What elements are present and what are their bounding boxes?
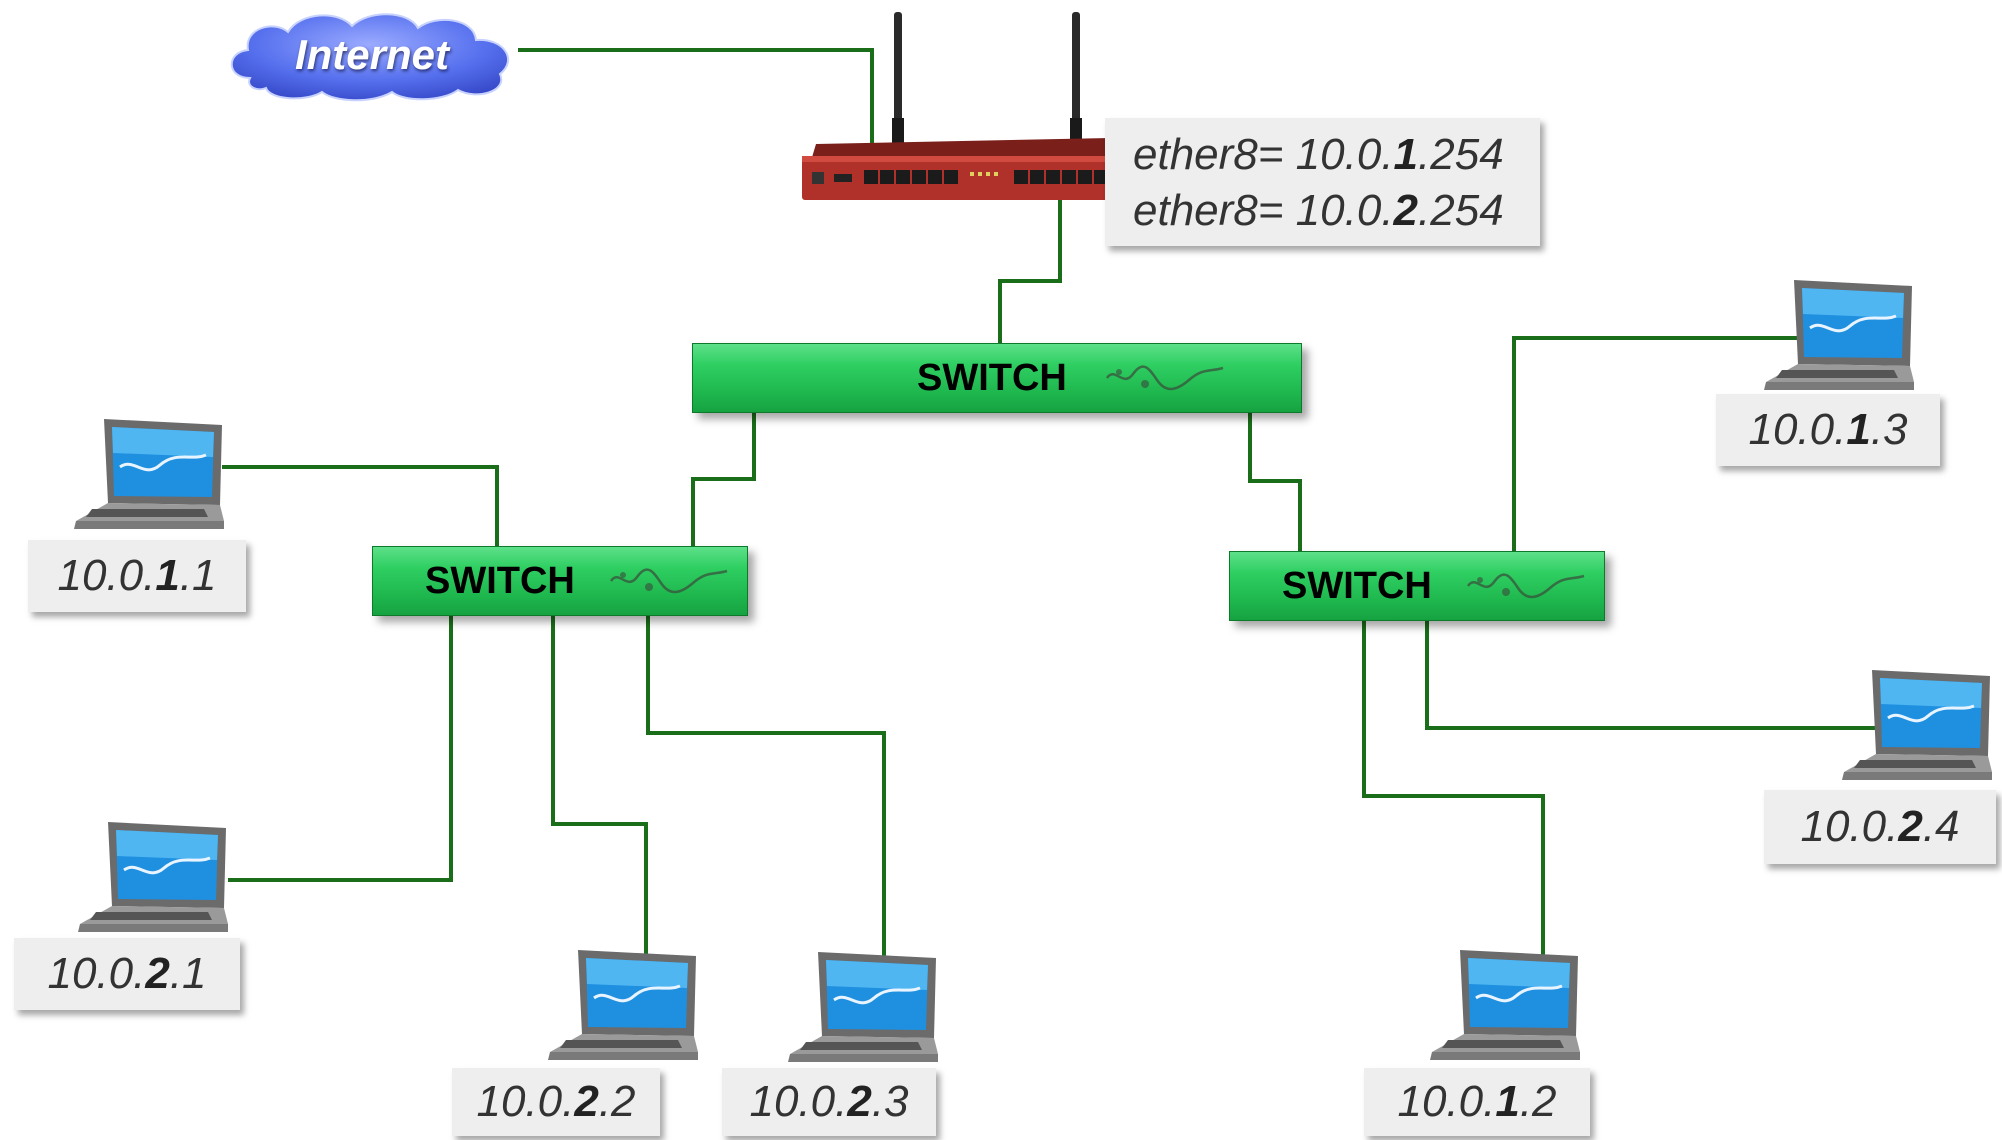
internet-label: Internet <box>294 31 449 78</box>
router-icon <box>802 12 1122 200</box>
host-address-label: 10.0.2.2 <box>452 1068 660 1136</box>
address-prefix: 10.0. <box>1800 802 1899 851</box>
address-prefix: 10.0. <box>57 551 156 600</box>
squiggle-icon <box>609 561 729 601</box>
address-subnet-octet: 2 <box>574 1077 599 1126</box>
address-prefix: 10.0. <box>47 949 146 998</box>
address-subnet-octet: 2 <box>145 949 170 998</box>
wire-switch-top-right <box>1248 373 1302 559</box>
switch-right: SWITCH <box>1229 551 1605 621</box>
router <box>800 6 1125 201</box>
address-suffix: .254 <box>1418 130 1504 179</box>
laptop-icon <box>788 950 940 1072</box>
address-suffix: .2 <box>1519 1077 1557 1126</box>
laptop-icon <box>1764 278 1916 400</box>
host-address-label: 10.0.2.1 <box>14 938 240 1010</box>
address-subnet-octet: 1 <box>1846 405 1871 454</box>
switch-label: SWITCH <box>425 559 575 602</box>
switch-label: SWITCH <box>917 356 1067 399</box>
address-subnet-octet: 2 <box>1898 802 1923 851</box>
switch-top: SWITCH <box>692 343 1302 413</box>
address-subnet-octet: 1 <box>1495 1077 1520 1126</box>
squiggle-icon <box>1466 566 1586 606</box>
host-address-label: 10.0.1.3 <box>1716 394 1940 466</box>
internet-cloud: Internet <box>222 8 522 102</box>
address-subnet-octet: 1 <box>155 551 180 600</box>
wire-host-2-1 <box>228 607 453 882</box>
laptop-icon <box>1842 668 1994 790</box>
laptop-icon <box>78 820 230 942</box>
address-suffix: .1 <box>169 949 207 998</box>
address-suffix: .254 <box>1418 186 1504 235</box>
wire-host-1-2 <box>1362 611 1545 956</box>
wire-internet-router <box>518 48 874 185</box>
switch-label: SWITCH <box>1282 564 1432 607</box>
host-address-label: 10.0.1.1 <box>28 540 246 612</box>
address-prefix: 10.0. <box>1397 1077 1496 1126</box>
laptop-icon <box>74 417 226 539</box>
address-prefix: ether8= 10.0. <box>1133 186 1394 235</box>
router-address-line: ether8= 10.0.2.254 <box>1133 186 1504 236</box>
address-subnet-octet: 1 <box>1393 130 1419 179</box>
laptop-icon <box>1430 948 1582 1070</box>
wire-host-2-2 <box>551 607 648 956</box>
router-address-label: ether8= 10.0.1.254 ether8= 10.0.2.254 <box>1105 118 1540 246</box>
address-subnet-octet: 2 <box>1393 186 1419 235</box>
address-prefix: 10.0. <box>749 1077 848 1126</box>
address-subnet-octet: 2 <box>847 1077 872 1126</box>
wire-host-2-4 <box>1425 611 1898 730</box>
address-suffix: .2 <box>598 1077 636 1126</box>
host-address-label: 10.0.2.4 <box>1764 790 1996 864</box>
router-address-line: ether8= 10.0.1.254 <box>1133 130 1504 180</box>
address-suffix: .3 <box>871 1077 909 1126</box>
wire-host-1-1 <box>222 465 499 555</box>
wire-host-1-3 <box>1512 336 1820 559</box>
wire-router-switch-top <box>998 190 1062 345</box>
wire-host-2-3 <box>646 607 886 958</box>
host-address-label: 10.0.1.2 <box>1364 1068 1590 1136</box>
address-prefix: ether8= 10.0. <box>1133 130 1394 179</box>
address-suffix: .4 <box>1922 802 1960 851</box>
address-suffix: .1 <box>179 551 217 600</box>
wire-switch-top-left <box>691 373 756 555</box>
host-address-label: 10.0.2.3 <box>722 1068 936 1136</box>
squiggle-icon <box>1105 358 1225 398</box>
laptop-icon <box>548 948 700 1070</box>
address-suffix: .3 <box>1870 405 1908 454</box>
address-prefix: 10.0. <box>1748 405 1847 454</box>
cloud-icon <box>230 13 509 102</box>
address-prefix: 10.0. <box>476 1077 575 1126</box>
switch-left: SWITCH <box>372 546 748 616</box>
